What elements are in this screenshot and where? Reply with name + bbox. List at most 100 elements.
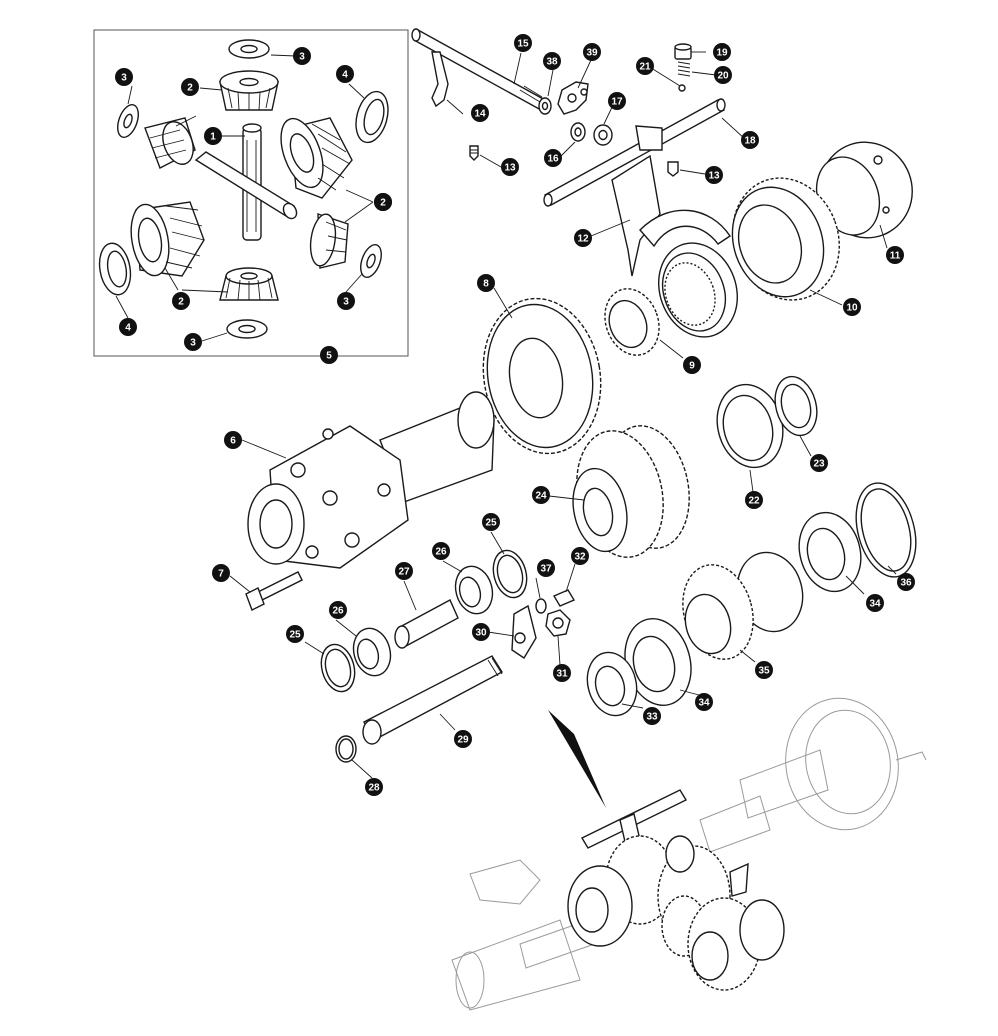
callout-marker bbox=[886, 246, 904, 264]
callout-34: 34 bbox=[866, 594, 884, 612]
callout-29: 29 bbox=[454, 730, 472, 748]
callout-37: 37 bbox=[537, 559, 555, 577]
callout-marker bbox=[329, 601, 347, 619]
callout-marker bbox=[543, 52, 561, 70]
callout-9: 9 bbox=[683, 356, 701, 374]
callout-marker bbox=[553, 664, 571, 682]
bolt-7 bbox=[245, 571, 303, 611]
thrust-washer-right bbox=[360, 244, 382, 278]
callout-19: 19 bbox=[713, 43, 731, 61]
spacer-27 bbox=[394, 599, 459, 649]
callout-number: 3 bbox=[190, 338, 196, 349]
callout-number: 23 bbox=[813, 459, 825, 470]
side-gear-lower-left bbox=[130, 201, 205, 277]
callout-marker bbox=[471, 104, 489, 122]
side-gear-upper-right bbox=[280, 117, 353, 199]
cluster-gear-24 bbox=[572, 425, 690, 558]
callout-marker bbox=[745, 491, 763, 509]
callout-marker bbox=[695, 693, 713, 711]
differential-housing-6 bbox=[247, 391, 495, 569]
nut-31 bbox=[545, 609, 571, 637]
callout-26: 26 bbox=[432, 542, 450, 560]
callout-marker bbox=[897, 573, 915, 591]
callout-number: 26 bbox=[332, 606, 344, 617]
thrust-washer-bottom bbox=[226, 319, 268, 339]
callout-number: 38 bbox=[546, 57, 558, 68]
bearing-34-upper bbox=[798, 511, 862, 593]
callout-marker bbox=[293, 47, 311, 65]
callout-32: 32 bbox=[571, 547, 589, 565]
callout-39: 39 bbox=[583, 43, 601, 61]
callout-4: 4 bbox=[119, 318, 137, 336]
callout-14: 14 bbox=[471, 104, 489, 122]
callout-marker bbox=[212, 564, 230, 582]
pinion-gear-right bbox=[309, 213, 349, 269]
callout-marker bbox=[705, 166, 723, 184]
callout-marker bbox=[172, 292, 190, 310]
callout-marker bbox=[204, 127, 222, 145]
lock-plate-30 bbox=[511, 604, 537, 659]
callout-3: 3 bbox=[293, 47, 311, 65]
callout-2: 2 bbox=[172, 292, 190, 310]
callout-marker bbox=[583, 43, 601, 61]
pinion-gear-left bbox=[144, 117, 196, 169]
callout-18: 18 bbox=[741, 131, 759, 149]
callout-2: 2 bbox=[374, 193, 392, 211]
pinion-gear-bottom bbox=[219, 267, 279, 301]
callout-marker bbox=[477, 274, 495, 292]
pinion-gear-top bbox=[219, 70, 279, 111]
ring-23 bbox=[774, 375, 818, 437]
callout-number: 13 bbox=[708, 171, 720, 182]
callout-marker bbox=[843, 298, 861, 316]
callout-38: 38 bbox=[543, 52, 561, 70]
bearing-race-22 bbox=[716, 383, 784, 469]
callout-number: 1 bbox=[210, 132, 216, 143]
callout-marker bbox=[713, 43, 731, 61]
callout-13: 13 bbox=[705, 166, 723, 184]
bearing-26-lower bbox=[352, 627, 392, 677]
sync-hub-9 bbox=[604, 288, 660, 356]
callout-labels: 1222233334456789101112131314151617181920… bbox=[115, 34, 915, 796]
callout-20: 20 bbox=[714, 66, 732, 84]
callout-marker bbox=[337, 292, 355, 310]
callout-number: 18 bbox=[744, 136, 756, 147]
callout-number: 27 bbox=[398, 567, 410, 578]
callout-number: 2 bbox=[187, 83, 193, 94]
gear-8 bbox=[482, 297, 602, 455]
callout-marker bbox=[224, 431, 242, 449]
callout-marker bbox=[482, 513, 500, 531]
callout-12: 12 bbox=[574, 229, 592, 247]
callout-7: 7 bbox=[212, 564, 230, 582]
callout-number: 15 bbox=[517, 39, 529, 50]
callout-number: 14 bbox=[474, 109, 486, 120]
callout-35: 35 bbox=[755, 661, 773, 679]
callout-marker bbox=[544, 149, 562, 167]
callout-number: 6 bbox=[230, 436, 236, 447]
callout-27: 27 bbox=[395, 562, 413, 580]
callout-marker bbox=[395, 562, 413, 580]
callout-5: 5 bbox=[320, 346, 338, 364]
callout-number: 36 bbox=[900, 578, 912, 589]
callout-4: 4 bbox=[336, 65, 354, 83]
callout-number: 22 bbox=[748, 496, 760, 507]
callout-number: 9 bbox=[689, 361, 695, 372]
callout-number: 28 bbox=[368, 783, 380, 794]
bearing-26-upper bbox=[454, 565, 494, 615]
callout-marker bbox=[365, 778, 383, 796]
callout-marker bbox=[574, 229, 592, 247]
callout-number: 31 bbox=[556, 669, 568, 680]
sync-sleeve-9 bbox=[657, 242, 739, 338]
callout-number: 2 bbox=[178, 297, 184, 308]
input-gear-shaft-35 bbox=[682, 551, 804, 660]
callout-marker bbox=[810, 454, 828, 472]
location-pointer bbox=[548, 710, 606, 808]
callout-8: 8 bbox=[477, 274, 495, 292]
callout-number: 37 bbox=[540, 564, 552, 575]
callout-marker bbox=[374, 193, 392, 211]
callout-number: 39 bbox=[586, 48, 598, 59]
callout-marker bbox=[181, 78, 199, 96]
callout-marker bbox=[571, 547, 589, 565]
callout-number: 8 bbox=[483, 279, 489, 290]
callout-25: 25 bbox=[286, 625, 304, 643]
callout-number: 20 bbox=[717, 71, 729, 82]
